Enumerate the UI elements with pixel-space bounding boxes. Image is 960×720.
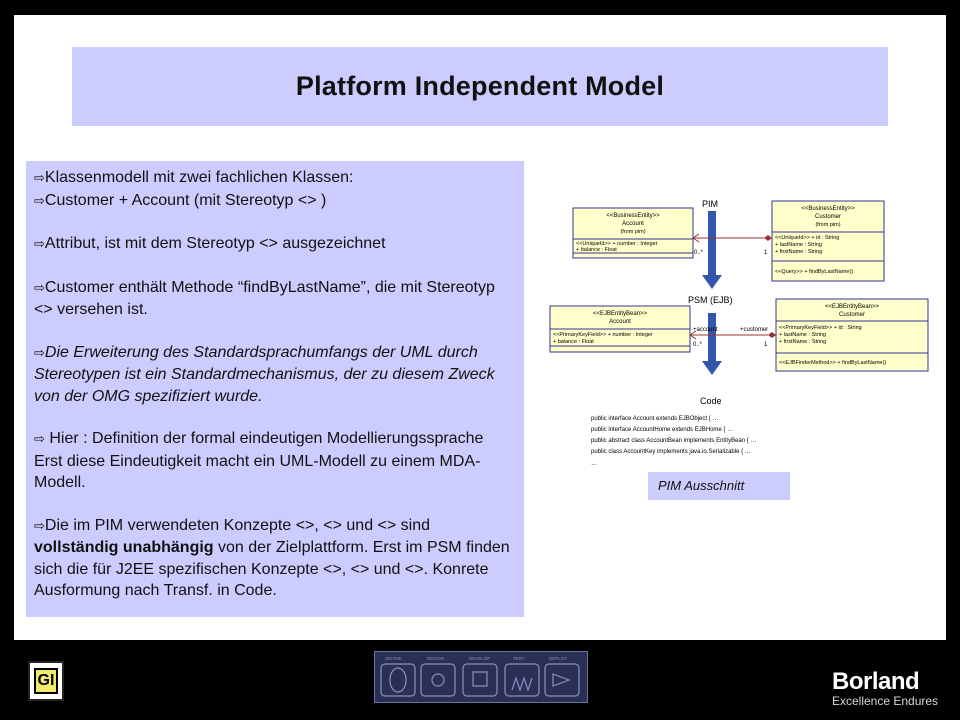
bullet-4: ⇨Die Erweiterung des Standardsprachumfan… (34, 342, 514, 408)
deploy-icon (544, 663, 580, 697)
flow-arrow-shaft-1 (708, 211, 716, 281)
develop-icon (462, 663, 498, 697)
mda-lifecycle-strip: DEFINE DESIGN DEVELOP TEST DEPLOY (374, 651, 588, 703)
pim-customer-attr: + firstName : String (775, 249, 822, 255)
code-line: public abstract class AccountBean implem… (591, 438, 756, 444)
gi-logo: GI (28, 661, 64, 701)
code-label: Code (700, 396, 722, 406)
arrow-icon: ⇨ (34, 193, 45, 209)
arrow-icon: ⇨ (34, 280, 45, 296)
mda-step-design: DESIGN (427, 656, 444, 661)
bullet-1b: ⇨Customer + Account (mit Stereotyp <> ) (34, 190, 514, 213)
pim-account-stereotype: <<BusinessEntity>> (606, 213, 660, 219)
bullet-5: ⇨ Hier : Definition der formal eindeutig… (34, 428, 514, 494)
psm-customer-attr: + lastName : String (779, 332, 826, 338)
title-bar: Platform Independent Model (72, 47, 888, 126)
psm-association: +account +customer 0..* 1 (689, 327, 776, 348)
pim-association: 0..* 1 (692, 233, 772, 256)
pim-customer-stereotype: <<BusinessEntity>> (801, 206, 855, 212)
borland-logo: Borland Excellence Endures (832, 668, 938, 708)
psm-customer-stereotype: <<EJBEntityBean>> (825, 304, 880, 310)
psm-customer-name: Customer (839, 312, 865, 318)
uml-diagram: PIM PSM (EJB) Code <<BusinessEntity>> Ac… (549, 199, 929, 467)
psm-account-attr: <<PrimaryKeyField>> + number : Integer (553, 332, 653, 338)
flow-arrow-head-2 (702, 361, 722, 375)
borland-brand: Borland (832, 668, 920, 695)
psm-label: PSM (EJB) (688, 295, 733, 305)
deploy-icon-arrow (552, 673, 571, 687)
psm-mult-left: 0..* (693, 342, 703, 348)
design-icon (420, 663, 456, 697)
psm-mult-right: 1 (764, 342, 768, 348)
bullet-6: ⇨Die im PIM verwendeten Konzepte <>, <> … (34, 515, 514, 602)
mda-step-define: DEFINE (385, 656, 402, 661)
bullet-4-text: Die Erweiterung des Standardsprachumfang… (34, 343, 495, 405)
psm-customer-attr: <<PrimaryKeyField>> + id : String (779, 325, 862, 331)
psm-account-stereotype: <<EJBEntityBean>> (593, 311, 648, 317)
pim-label: PIM (702, 199, 718, 209)
bullet-2-text: Attribut, ist mit dem Stereotyp <> ausge… (44, 235, 386, 252)
code-line: public class AccountKey implements java.… (591, 449, 751, 455)
mda-step-test: TEST (513, 656, 525, 661)
psm-customer-class: <<EJBEntityBean>> Customer <<PrimaryKeyF… (775, 298, 929, 372)
arrow-icon: ⇨ (34, 518, 45, 534)
bullet-6-bold: vollständig unabhängig (34, 539, 214, 556)
bullet-1: ⇨Klassenmodell mit zwei fachlichen Klass… (34, 167, 514, 190)
flow-arrow-head-1 (702, 275, 722, 289)
define-icon-ring (389, 667, 407, 693)
pim-customer-op: <<Query>> + findByLastName() (775, 269, 853, 275)
bullet-5-text: Hier : Definition der formal eindeutigen… (34, 430, 484, 491)
code-line: public interface Account extends EJBObje… (591, 416, 718, 422)
develop-icon-cube (472, 671, 488, 687)
arrow-icon: ⇨ (34, 345, 45, 361)
pim-customer-sub: (from pim) (815, 222, 840, 228)
arrow-icon: ⇨ (34, 432, 45, 447)
pim-account-class: <<BusinessEntity>> Account (from pim) <<… (572, 207, 694, 259)
bullet-6-text: Die im PIM verwendeten Konzepte <>, <> u… (44, 516, 431, 534)
pim-customer-attr: <<UniqueId>> + id : String (775, 235, 839, 241)
psm-account-name: Account (609, 319, 631, 325)
arrow-icon: ⇨ (34, 237, 45, 252)
bullet-6-rest: von der Zielplattform. Erst im PSM finde… (34, 539, 510, 599)
flow-arrow-shaft-2 (708, 313, 716, 363)
psm-role-customer: +customer (740, 327, 768, 333)
gi-logo-mark: GI (34, 668, 58, 694)
pim-account-name: Account (622, 221, 644, 227)
bullet-2: ⇨Attribut, ist mit dem Stereotyp <> ausg… (34, 233, 514, 256)
pim-account-attr: + balance : Float (576, 247, 617, 253)
design-icon-node (431, 673, 445, 687)
test-icon-bars (511, 676, 533, 692)
bullet-3-text: Customer enthält Methode “findByLastName… (34, 278, 495, 319)
pim-mult-left: 0..* (694, 250, 704, 256)
pim-account-attr: <<UniqueId>> + number : Integer (576, 241, 658, 247)
diagram-caption: PIM Ausschnitt (648, 472, 790, 500)
mda-step-deploy: DEPLOY (549, 656, 567, 661)
bullet-1-line-1: Klassenmodell mit zwei fachlichen Klasse… (44, 169, 354, 186)
code-line: public interface AccountHome extends EJB… (591, 427, 733, 433)
pim-account-sub: (from pim) (620, 229, 645, 235)
pim-customer-attr: + lastName : String (775, 242, 822, 248)
psm-customer-op: <<EJBFinderMethod>> + findByLastName() (779, 360, 886, 366)
bullet-1-line-2: Customer + Account (mit Stereotyp <> ) (44, 191, 327, 209)
bullet-3: ⇨Customer enthält Methode “findByLastNam… (34, 277, 514, 321)
bullet-textbox: ⇨Klassenmodell mit zwei fachlichen Klass… (26, 161, 524, 617)
pim-customer-name: Customer (815, 214, 841, 220)
pim-customer-class: <<BusinessEntity>> Customer (from pim) <… (771, 200, 885, 282)
pim-mult-right: 1 (764, 250, 768, 256)
psm-customer-attr: + firstName : String (779, 339, 826, 345)
psm-role-account: +account (693, 327, 718, 333)
test-icon (504, 663, 540, 697)
define-icon (380, 663, 416, 697)
slide-title: Platform Independent Model (295, 71, 665, 101)
psm-account-attr: + balance : Float (553, 339, 594, 345)
slide: Platform Independent Model ⇨Klassenmodel… (14, 15, 946, 640)
arrow-icon: ⇨ (34, 171, 45, 186)
mda-step-develop: DEVELOP (469, 656, 490, 661)
psm-account-class: <<EJBEntityBean>> Account <<PrimaryKeyFi… (549, 305, 691, 353)
mda-lifecycle-graphic: DEFINE DESIGN DEVELOP TEST DEPLOY (375, 652, 587, 702)
borland-tagline: Excellence Endures (832, 694, 939, 708)
code-line: … (591, 461, 597, 467)
code-listing: public interface Account extends EJBObje… (591, 416, 756, 467)
